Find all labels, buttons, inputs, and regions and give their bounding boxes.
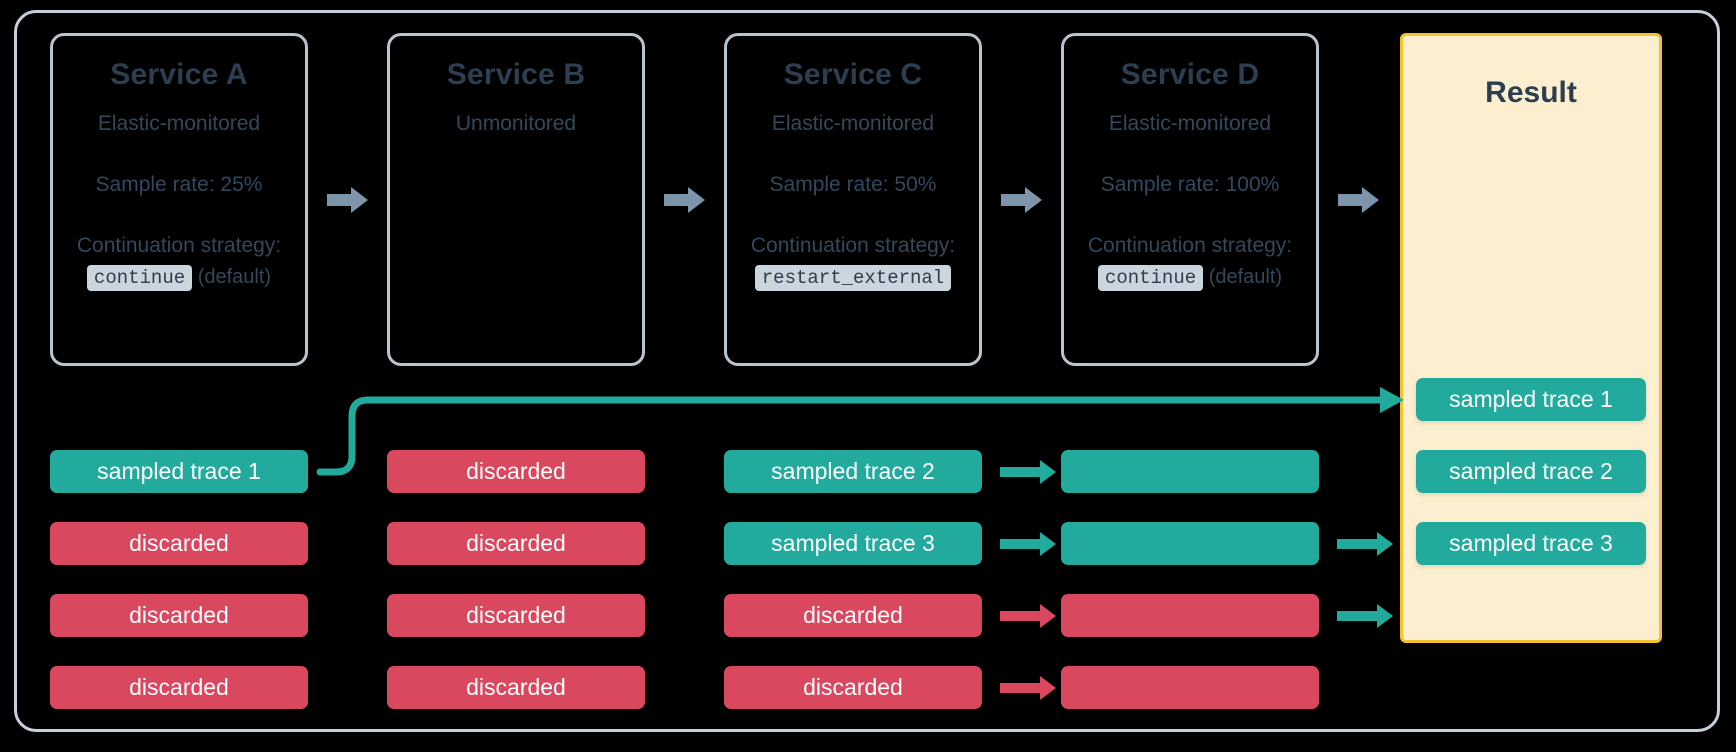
result-trace-2: sampled trace 2 xyxy=(1416,450,1646,493)
trace-a-row4: discarded xyxy=(50,666,308,709)
service-a-title: Service A xyxy=(110,58,248,91)
trace-d-row1 xyxy=(1061,450,1319,493)
service-c-strategy-value-row: restart_external xyxy=(727,264,979,291)
trace-c-row1: sampled trace 2 xyxy=(724,450,982,493)
service-d-title: Service D xyxy=(1120,58,1260,91)
arrow-shaft xyxy=(1338,194,1364,206)
service-d-sample-rate: Sample rate: 100% xyxy=(1100,172,1280,196)
trace-d-row3 xyxy=(1061,594,1319,637)
service-d-strategy-note: (default) xyxy=(1208,265,1283,288)
arrow-shaft xyxy=(1000,611,1042,621)
arrow-head xyxy=(1362,187,1379,213)
service-c-strategy-code: restart_external xyxy=(754,264,952,291)
trace-b-row4: discarded xyxy=(387,666,645,709)
service-a-strategy-note: (default) xyxy=(197,265,272,288)
arrow-shaft xyxy=(1000,539,1042,549)
arrow-shaft xyxy=(664,194,690,206)
service-a-sample-rate: Sample rate: 25% xyxy=(95,172,263,196)
trace-c-row4: discarded xyxy=(724,666,982,709)
trace-b-row1: discarded xyxy=(387,450,645,493)
service-d-monitoring: Elastic-monitored xyxy=(1108,111,1272,135)
arrow-head xyxy=(1040,532,1056,556)
trace-a-row2: discarded xyxy=(50,522,308,565)
service-a-strategy-value-row: continue (default) xyxy=(53,264,305,291)
arrow-head xyxy=(1040,676,1056,700)
service-a-strategy-label: Continuation strategy: xyxy=(76,233,282,257)
result-title: Result xyxy=(1485,76,1577,109)
service-c-monitoring: Elastic-monitored xyxy=(771,111,935,135)
trace-b-row3: discarded xyxy=(387,594,645,637)
arrow-head xyxy=(688,187,705,213)
service-b-title: Service B xyxy=(446,58,586,91)
trace-c-row2: sampled trace 3 xyxy=(724,522,982,565)
arrow-shaft xyxy=(1001,194,1027,206)
service-card-c: Service C Elastic-monitored Sample rate:… xyxy=(724,33,982,366)
arrow-shaft xyxy=(1000,683,1042,693)
service-card-a: Service A Elastic-monitored Sample rate:… xyxy=(50,33,308,366)
arrow-head xyxy=(1040,604,1056,628)
service-a-monitoring: Elastic-monitored xyxy=(97,111,261,135)
arrow-shaft xyxy=(327,194,353,206)
service-d-strategy-label: Continuation strategy: xyxy=(1087,233,1293,257)
service-d-strategy-value-row: continue (default) xyxy=(1064,264,1316,291)
service-card-b: Service B Unmonitored xyxy=(387,33,645,366)
service-d-strategy-code: continue xyxy=(1097,264,1204,291)
trace-c-row3: discarded xyxy=(724,594,982,637)
service-c-title: Service C xyxy=(783,58,923,91)
arrow-head xyxy=(1377,604,1393,628)
trace-a-row1: sampled trace 1 xyxy=(50,450,308,493)
service-card-d: Service D Elastic-monitored Sample rate:… xyxy=(1061,33,1319,366)
arrow-shaft xyxy=(1337,611,1379,621)
service-b-monitoring: Unmonitored xyxy=(455,111,577,135)
service-c-sample-rate: Sample rate: 50% xyxy=(769,172,937,196)
arrow-shaft xyxy=(1337,539,1379,549)
result-trace-3: sampled trace 3 xyxy=(1416,522,1646,565)
service-a-strategy-code: continue xyxy=(86,264,193,291)
arrow-shaft xyxy=(1000,467,1042,477)
arrow-head xyxy=(1040,460,1056,484)
arrow-head xyxy=(351,187,368,213)
trace-d-row2 xyxy=(1061,522,1319,565)
arrow-head xyxy=(1377,532,1393,556)
result-trace-1: sampled trace 1 xyxy=(1416,378,1646,421)
service-c-strategy-label: Continuation strategy: xyxy=(750,233,956,257)
trace-a-row3: discarded xyxy=(50,594,308,637)
arrow-head xyxy=(1025,187,1042,213)
trace-d-row4 xyxy=(1061,666,1319,709)
trace-b-row2: discarded xyxy=(387,522,645,565)
